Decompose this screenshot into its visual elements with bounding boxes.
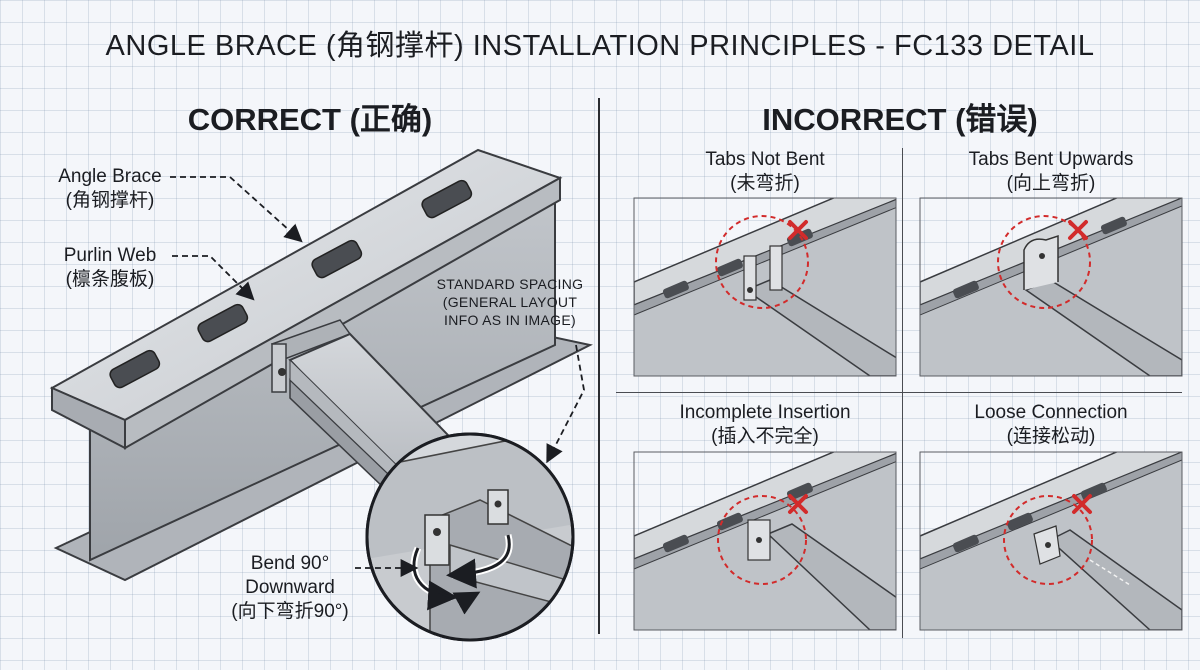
case-3-drawing: [634, 452, 896, 630]
case-3-label-en: Incomplete Insertion: [679, 402, 851, 423]
case-1-label-zh: (未弯折): [730, 173, 800, 194]
page-title: ANGLE BRACE (角钢撑杆) INSTALLATION PRINCIPL…: [105, 30, 1095, 62]
case-2-label-zh: (向上弯折): [1006, 173, 1096, 194]
bend-label-zh: (向下弯折90°): [231, 601, 349, 622]
bend-label: Bend 90° Downward (向下弯折90°): [220, 552, 360, 624]
spacing-note-line-1: STANDARD SPACING: [436, 276, 584, 292]
incorrect-heading: INCORRECT (错误): [762, 102, 1038, 137]
case-tabs-bent-upwards-label: Tabs Bent Upwards (向上弯折): [920, 148, 1182, 196]
spacing-note: STANDARD SPACING (GENERAL LAYOUT INFO AS…: [430, 275, 590, 329]
angle-brace-label: Angle Brace (角钢撑杆): [40, 165, 180, 213]
case-4-drawing: [920, 452, 1182, 630]
case-1-drawing: [634, 198, 896, 376]
case-2-drawing: [920, 198, 1182, 376]
leader-lines: [170, 176, 585, 577]
grid-divider-horizontal: [616, 392, 1182, 393]
case-4-label-en: Loose Connection: [974, 402, 1128, 423]
angle-brace-label-en: Angle Brace: [58, 166, 162, 187]
bend-label-line-1: Bend 90°: [250, 553, 330, 574]
case-4-label-zh: (连接松动): [1006, 426, 1096, 447]
section-divider: [598, 98, 600, 634]
case-1-label-en: Tabs Not Bent: [705, 149, 825, 170]
bend-label-line-2: Downward: [245, 577, 335, 598]
spacing-note-line-3: INFO AS IN IMAGE): [444, 312, 576, 328]
spacing-note-line-2: (GENERAL LAYOUT: [442, 294, 578, 310]
correct-heading: CORRECT (正确): [187, 102, 433, 137]
case-incomplete-insertion-label: Incomplete Insertion (插入不完全): [634, 401, 896, 449]
grid-divider-vertical: [902, 148, 903, 638]
case-tabs-not-bent-label: Tabs Not Bent (未弯折): [634, 148, 896, 196]
case-2-label-en: Tabs Bent Upwards: [968, 149, 1134, 170]
case-loose-connection-label: Loose Connection (连接松动): [920, 401, 1182, 449]
purlin-web-label-zh: (檩条腹板): [65, 269, 155, 290]
purlin-web-label: Purlin Web (檩条腹板): [40, 244, 180, 292]
purlin-web-label-en: Purlin Web: [63, 245, 157, 266]
error-markers: [715, 215, 1093, 585]
angle-brace-label-zh: (角钢撑杆): [65, 190, 155, 211]
case-3-label-zh: (插入不完全): [711, 426, 819, 447]
